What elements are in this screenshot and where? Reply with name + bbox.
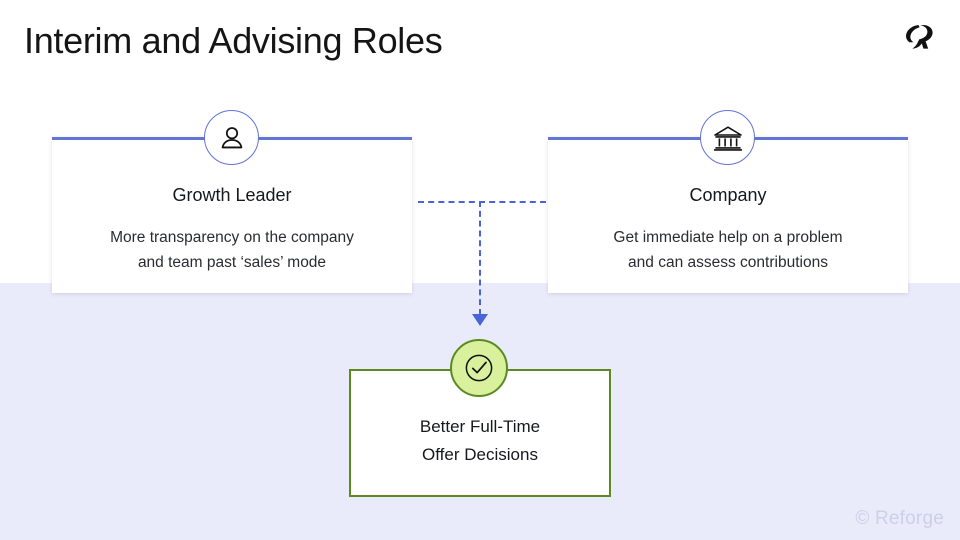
page-title: Interim and Advising Roles xyxy=(24,20,443,61)
card-body-line-2: and team past ‘sales’ mode xyxy=(137,254,327,271)
card-title: Company xyxy=(689,185,767,205)
card-body-line-2: and can assess contributions xyxy=(628,254,828,271)
card-title: Growth Leader xyxy=(172,185,292,205)
card-body: Get immediate help on a problem and can … xyxy=(564,225,892,275)
outcome-box[interactable]: Better Full-Time Offer Decisions xyxy=(349,369,611,497)
card-body-line-1: More transparency on the company xyxy=(110,229,354,246)
footer-copyright: © Reforge xyxy=(855,508,944,529)
card-growth-leader[interactable]: Growth Leader More transparency on the c… xyxy=(52,137,412,293)
outcome-line-2: Offer Decisions xyxy=(422,445,538,464)
reforge-logo-icon xyxy=(904,22,938,52)
outcome-line-1: Better Full-Time xyxy=(419,417,541,436)
connector-arrowhead-icon xyxy=(472,314,488,326)
bank-icon xyxy=(700,110,755,165)
card-body: More transparency on the company and tea… xyxy=(68,225,396,275)
connector-horizontal-dashed xyxy=(418,201,546,203)
outcome-text: Better Full-Time Offer Decisions xyxy=(351,413,609,469)
card-body-line-1: Get immediate help on a problem xyxy=(613,229,843,246)
connector-vertical-dashed xyxy=(479,201,481,315)
check-circle-icon xyxy=(450,339,508,397)
person-icon xyxy=(204,110,259,165)
